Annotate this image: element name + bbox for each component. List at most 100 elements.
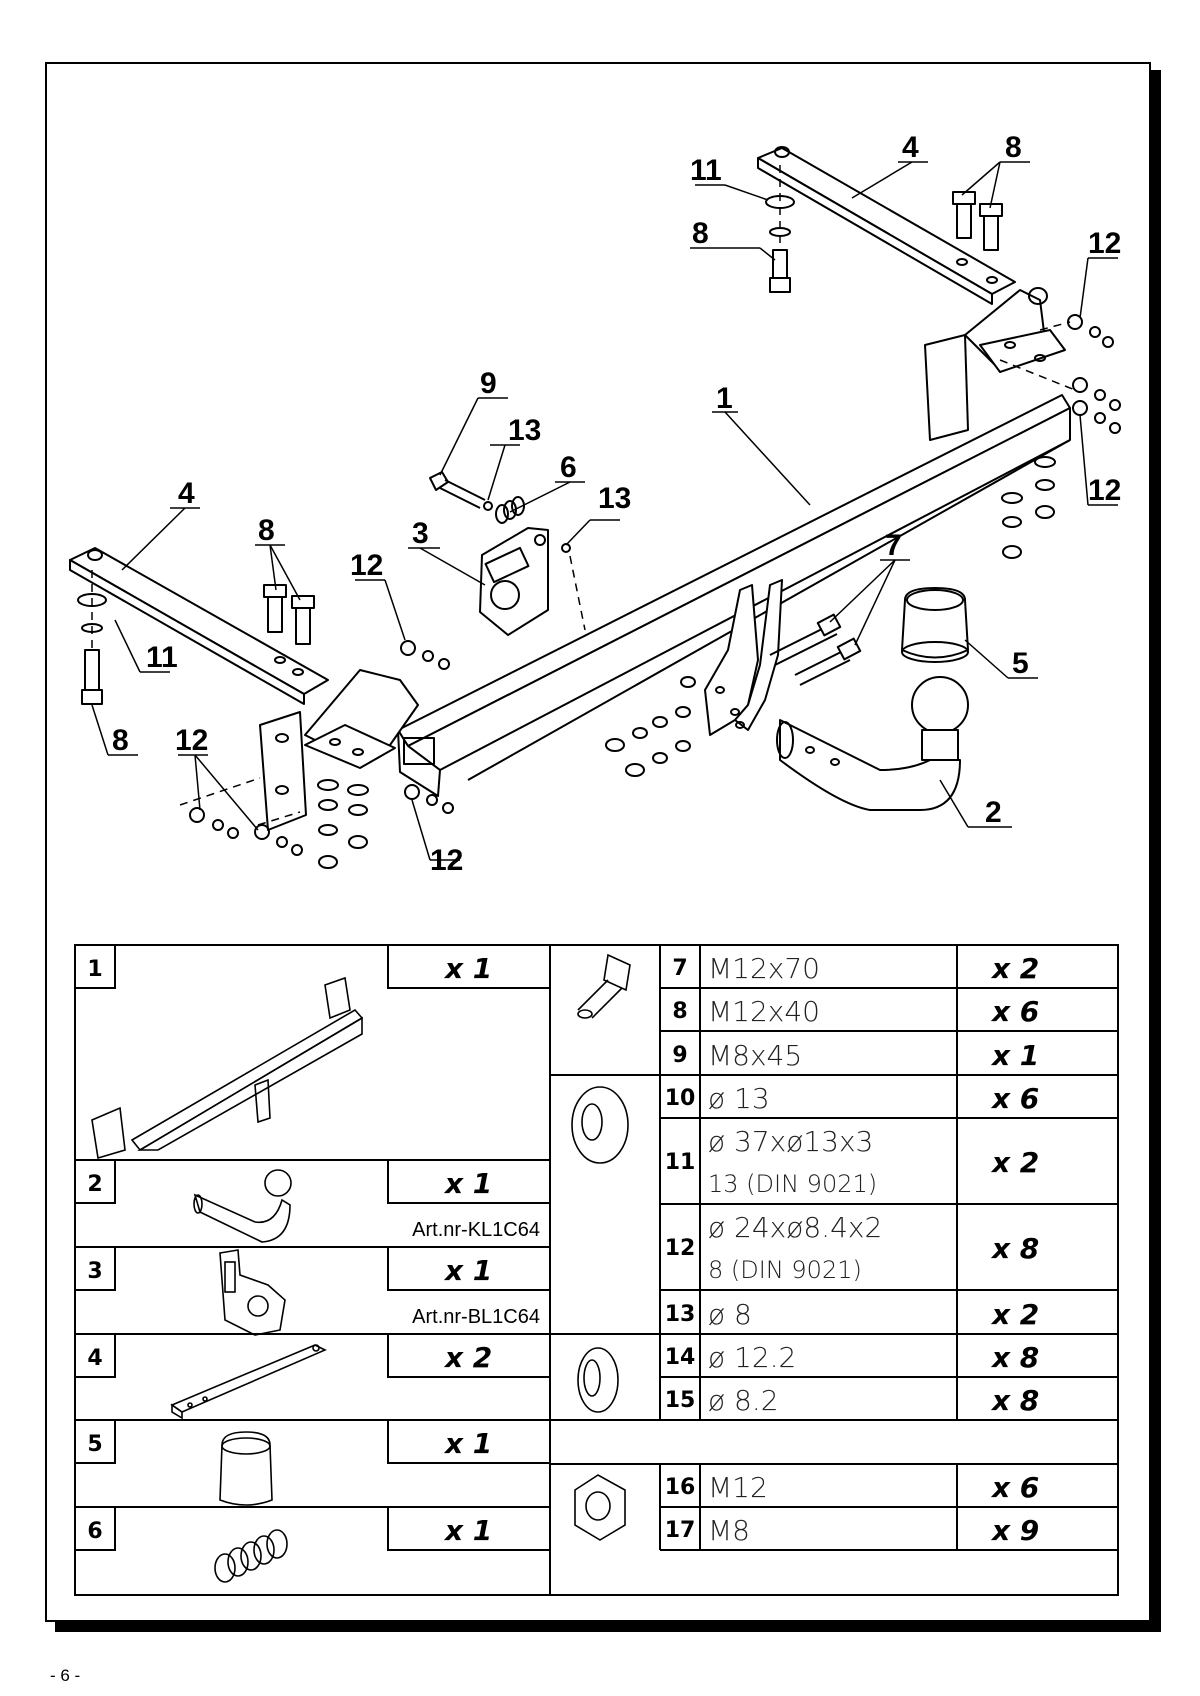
callout-8-left-lower: 8 [112,724,129,757]
qty-part-11: x 2 [990,1146,1039,1179]
callout-12-d: 12 [1088,227,1121,260]
qty-part-4: x 2 [443,1341,492,1374]
part-num-15: 15 [665,1388,696,1413]
qty-part-14: x 8 [990,1341,1039,1374]
part-num-9: 9 [672,1043,687,1068]
qty-part-12: x 8 [990,1232,1039,1265]
callout-12-a: 12 [350,549,383,582]
callout-12-b: 12 [175,724,208,757]
frame-shadow-bottom [55,1622,1161,1632]
right-bracket-part [924,287,1066,441]
qty-part-3: x 1 [443,1254,492,1287]
qty-part-17: x 9 [990,1514,1039,1547]
callout-8-left-top: 8 [258,514,275,547]
qty-part-13: x 2 [990,1298,1039,1331]
art-number-socket-plate: Art.nr-BL1C64 [412,1306,540,1328]
callout-9: 9 [480,367,497,400]
spec-part-8: M12x40 [708,995,820,1028]
part-num-17: 17 [665,1518,696,1543]
callout-8-right-lower: 8 [692,217,709,250]
spring-part [495,496,525,524]
part-num-14: 14 [665,1345,696,1370]
part-num-2: 2 [87,1172,102,1197]
callout-12-c: 12 [430,844,463,877]
bolts-m12x70-part [769,613,862,686]
callout-3: 3 [412,517,429,550]
spec-part-9: M8x45 [708,1039,802,1072]
qty-part-10: x 6 [990,1082,1039,1115]
left-bolts-part [77,584,315,705]
left-strap-part [69,547,329,705]
thumb-nut-icon [574,1474,626,1541]
callout-11-right: 11 [690,154,722,187]
spec-part-13: ø 8 [708,1298,752,1331]
spec-part-12-line1: ø 24xø8.4x2 [708,1211,882,1244]
callout-12-e: 12 [1088,474,1121,507]
thumb-crossbar-icon [91,976,364,1160]
part-num-10: 10 [665,1086,696,1111]
callout-8-right-top: 8 [1005,131,1022,164]
thumb-washer-icon [571,1086,629,1164]
callout-2: 2 [985,796,1002,829]
spec-part-11-line1: ø 37xø13x3 [708,1125,873,1158]
assembly-guide-lines [91,165,1076,826]
left-bracket-part [259,669,419,831]
qty-part-1: x 1 [443,952,492,985]
part-num-5: 5 [87,1432,102,1457]
right-strap-part [757,146,1016,305]
callout-5: 5 [1012,647,1029,680]
spec-part-17: M8 [708,1514,750,1547]
thumb-spring-washer-icon [577,1347,619,1413]
qty-part-15: x 8 [990,1384,1039,1417]
thumb-bolt-icon [577,953,631,1019]
qty-part-5: x 1 [443,1427,492,1460]
part-num-16: 16 [665,1475,696,1500]
qty-part-6: x 1 [443,1514,492,1547]
callout-4-left: 4 [178,477,195,510]
hardware-washers-nuts [189,314,1121,869]
thumb-ball-cover-icon [219,1431,273,1506]
thumb-spring-icon [214,1529,288,1583]
frame-shadow-right [1151,70,1161,1632]
qty-part-9: x 1 [990,1039,1039,1072]
qty-part-7: x 2 [990,952,1039,985]
part-num-12: 12 [665,1236,696,1261]
spec-part-10: ø 13 [708,1082,770,1115]
callout-4-right: 4 [902,131,919,164]
part-num-1: 1 [87,957,102,982]
bolt-m8-part [429,471,571,553]
part-num-4: 4 [87,1346,102,1371]
thumb-strap-icon [170,1344,327,1420]
part-num-11: 11 [665,1150,696,1175]
qty-part-16: x 6 [990,1471,1039,1504]
callout-13-b: 13 [598,482,631,515]
parts-table [74,944,1119,1596]
qty-part-2: x 1 [443,1167,492,1200]
ball-cover-part [901,587,969,663]
qty-part-8: x 6 [990,995,1039,1028]
thumb-socket-plate-icon [219,1249,286,1336]
callout-6: 6 [560,451,577,484]
page-number: - 6 - [50,1666,81,1685]
spec-part-14: ø 12.2 [708,1341,796,1374]
center-bracket-part [704,579,783,736]
part-num-6: 6 [87,1519,102,1544]
callout-11-left: 11 [146,641,178,674]
callout-leader-lines [91,161,1118,861]
thumb-towball-icon [193,1169,292,1243]
spec-part-16: M12 [708,1471,768,1504]
part-num-3: 3 [87,1259,102,1284]
spec-part-15: ø 8.2 [708,1384,779,1417]
callout-7: 7 [885,529,902,562]
towball-part [776,676,969,811]
spec-part-12-line2: 8 (DIN 9021) [708,1256,862,1284]
art-number-towball: Art.nr-KL1C64 [412,1219,540,1241]
spec-part-7: M12x70 [708,952,820,985]
socket-plate-part [479,527,549,636]
part-num-13: 13 [665,1302,696,1327]
part-num-8: 8 [672,999,687,1024]
callout-13-a: 13 [508,414,541,447]
callout-1: 1 [716,382,733,415]
spec-part-11-line2: 13 (DIN 9021) [708,1170,877,1198]
